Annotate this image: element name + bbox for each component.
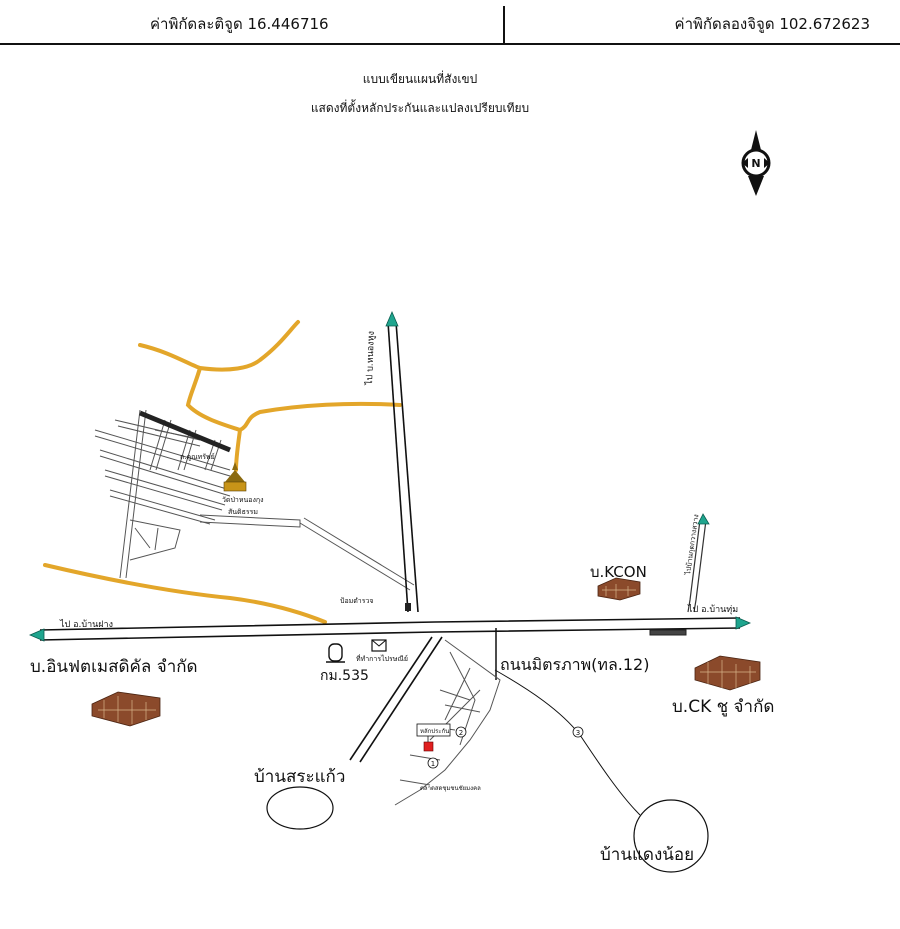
numbered-markers: 2 1 3 [427,726,584,769]
to-ban-thum-label: ไป อ.บ้านทุ่ม [687,604,738,615]
compass-icon: N [741,130,771,196]
residential-grid [94,409,415,591]
police-box-icon [405,603,411,611]
road-north-left [387,321,409,613]
post-office-label: ที่ทำการไปรษณีย์ [356,654,408,663]
latitude-label: ค่าพิกัดละติจูด 16.446716 [150,15,329,33]
grid-block [139,410,231,453]
daeng-noi-label: บ้านแดงน้อย [600,845,694,865]
map-title: แบบเขียนแผนที่สังเขป [362,72,478,86]
infinite-label: บ.อินฟตเมสดิคัล จำกัด [30,657,198,677]
marker-1-label: 1 [431,760,435,768]
temple-sub-label: สันติธรรม [228,508,258,516]
to-ku-yai-label: ไปบ้านกุดกวางสวาง [683,514,701,577]
road-daeng-noi [494,669,641,816]
road-north-right [395,321,419,613]
coordinate-bar: ค่าพิกัดละติจูด 16.446716 ค่าพิกัดลองจิจ… [0,0,900,45]
arrow-east [735,616,752,630]
highway-bottom [39,627,741,641]
police-box-label: ป้อมตำรวจ [340,597,374,605]
road-ku-yai [687,519,701,613]
kcon-label: บ.KCON [590,563,647,581]
temple-icon [223,462,247,492]
post-office-icon [371,639,387,652]
village-road-label: ถ.คูณทรัพย์ [180,453,215,461]
road-sakaeo-right [359,636,443,763]
sakaeo-label: บ้านสระแก้ว [254,767,345,787]
direction-arrows [28,310,752,642]
collateral-label: หลักประกัน [420,728,449,735]
to-ban-fang-label: ไป อ.บ้านฝาง [59,619,113,630]
daeng-noi-circle [633,799,709,873]
kcon-building-icon [597,577,641,601]
market-label: ตลาดสดชุมชนชัยมงคล [420,785,481,792]
yellow-road-north [138,320,300,372]
road-sakaeo-left [349,636,433,761]
temple-label: วัดป่าหนองกุง [222,496,264,504]
highway-top [39,617,741,631]
compass-letter: N [751,157,760,170]
to-nong-hong-label: ไป บ.หนองหูง [364,331,377,386]
yellow-roads [43,320,402,624]
coordinate-divider [503,6,505,44]
yellow-road-temple [234,428,242,472]
ck-label: บ.CK ชู จำกัด [672,697,774,717]
road-name-label: ถนนมิตรภาพ(ทล.12) [500,655,649,674]
yellow-road-south [43,563,327,624]
infinite-building-icon [91,691,161,727]
sakaeo-circle [266,786,334,830]
marker-3-label: 3 [576,729,580,737]
km-label: กม.535 [320,668,369,684]
marker-2-label: 2 [459,729,463,737]
arrow-north [385,310,399,327]
arrow-west [28,628,45,642]
km-post-icon [326,643,345,663]
collateral-marker-icon [416,723,451,752]
longitude-label: ค่าพิกัดลองจิจูด 102.672623 [674,15,870,33]
market-grid [394,639,501,806]
yellow-road-east [238,401,402,432]
railway [649,629,687,636]
yellow-road-branch [185,366,242,432]
map-subtitle: แสดงที่ตั้งหลักประกันและแปลงเปรียบเทียบ [310,101,530,115]
ck-building-icon [694,655,761,691]
main-roads [39,321,741,763]
arrow-ku-yai [697,513,710,525]
